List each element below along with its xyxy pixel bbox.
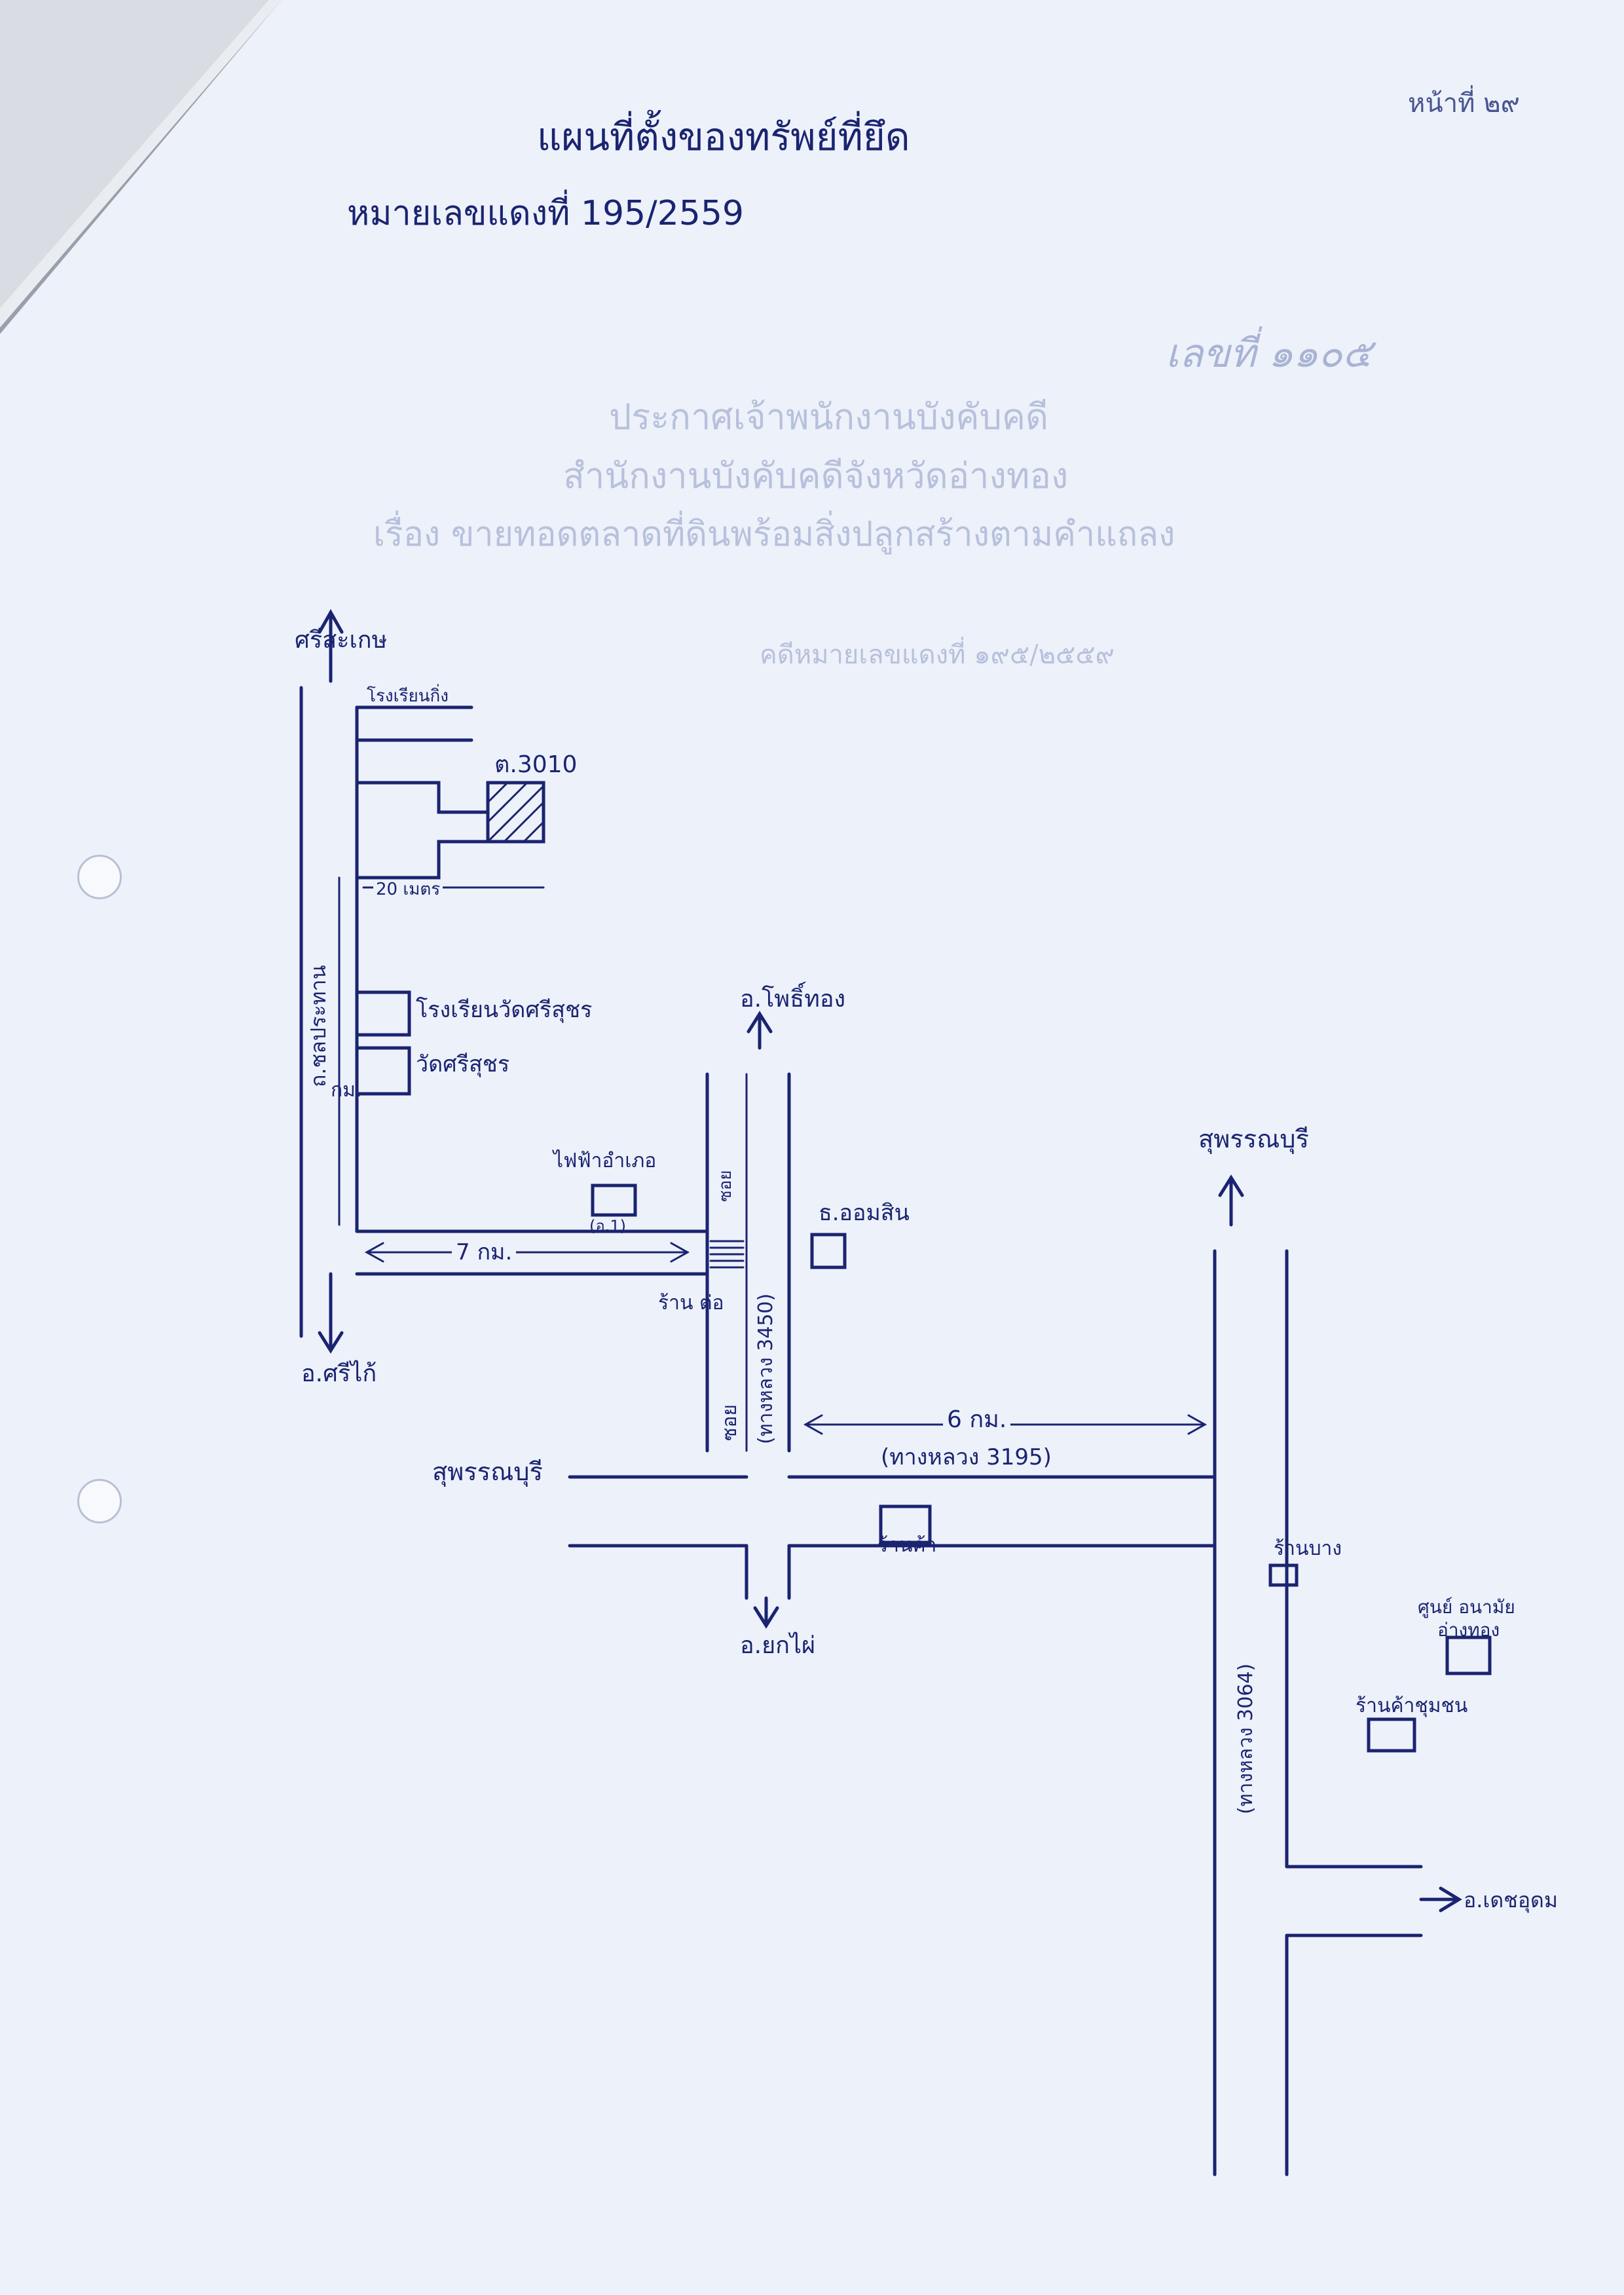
arrow-north-head (318, 608, 344, 634)
arrow-south-left-head (318, 1331, 344, 1354)
label-suphan-right: สุพรรณบุรี (1198, 1125, 1309, 1153)
dimension-6km-head-left (803, 1414, 823, 1435)
punch-hole-lower (77, 1479, 122, 1523)
shop-building (879, 1504, 932, 1544)
label-plot-id: ต.3010 (494, 751, 578, 778)
plot-access-lane-upper (355, 781, 490, 814)
hospital-building (1445, 1635, 1492, 1675)
label-shop-bottom: ร้านค้า (877, 1534, 937, 1557)
label-lane-left: ซอย (716, 1170, 735, 1203)
label-to-north: อ.โพธิ์ทอง (740, 986, 846, 1013)
label-rai-tor: ร้าน ต่อ (658, 1292, 724, 1315)
punch-hole-upper (77, 855, 122, 899)
arrow-south-center-head (753, 1606, 779, 1629)
label-village-shop: ร้านบาง (1274, 1537, 1342, 1560)
faint-heading-1: ประกาศเจ้าพนักงานบังคับคดี (609, 396, 1049, 438)
health-center-building (1367, 1717, 1416, 1753)
label-dist-7km: 7 กม. (452, 1241, 517, 1263)
label-kilometer-mark: กม. (331, 1079, 362, 1102)
label-soi-right: ซอย (718, 1404, 741, 1441)
label-to-east: อ.เดชอุดม (1464, 1888, 1558, 1912)
faint-heading-2: สำนักงานบังคับคดีจังหวัดอ่างทอง (563, 455, 1069, 496)
bank-building (810, 1233, 847, 1269)
school-building (355, 990, 411, 1037)
dimension-7km-head-left (364, 1242, 384, 1263)
plot-access-lane-lower (355, 840, 490, 880)
label-school-upper: โรงเรียนกิ่ง (367, 686, 449, 706)
arrow-north-right-head (1218, 1174, 1244, 1197)
case-number: หมายเลขแดงที่ 195/2559 (347, 194, 744, 233)
label-suphan-left: สุพรรณบุรี (432, 1457, 543, 1486)
label-highway-right: (ทางหลวง 3064) (1234, 1663, 1257, 1814)
label-wat-si-suchon: วัดศรีสุชร (416, 1051, 510, 1077)
wat-building (355, 1046, 411, 1096)
page-number: หน้าที่ ๒๙ (1408, 88, 1520, 119)
label-dist-6km: 6 กม. (943, 1408, 1011, 1432)
faint-case-line: คดีหมายเลขแดงที่ ๑๙๕/๒๕๕๙ (760, 640, 1115, 670)
dimension-6km-head-right (1187, 1414, 1208, 1435)
label-road-3450: (ทางหลวง 3450) (754, 1293, 777, 1444)
label-si-sa-ket: ศรีสะเกษ (295, 627, 388, 654)
map-title: แผนที่ตั้งของทรัพย์ที่ยึด (537, 115, 910, 159)
label-bank: ธ.ออมสิน (819, 1200, 910, 1226)
electric-office-building (591, 1184, 637, 1217)
label-electric-code: (อ.1) (589, 1217, 627, 1235)
label-province-road: ถ.ชลประทาน (306, 965, 331, 1088)
arrow-east-head (1439, 1886, 1462, 1912)
label-hospital: ศูนย์ อนามัย (1418, 1596, 1515, 1618)
label-health-center: ร้านค้าชุมชน (1356, 1694, 1468, 1717)
label-to-kanthara: อ.ศรีไก้ (301, 1360, 377, 1387)
label-road-20m: 20 เมตร (373, 881, 443, 898)
label-school-wat: โรงเรียนวัดศรีสุชร (416, 997, 593, 1023)
bridge-marks (709, 1240, 745, 1269)
label-road-3195: (ทางหลวง 3195) (881, 1444, 1052, 1470)
label-electric-office: ไฟฟ้าอำเภอ (553, 1149, 657, 1172)
label-hospital-2: อ่างทอง (1437, 1619, 1500, 1641)
faint-heading-3: เรื่อง ขายทอดตลาดที่ดินพร้อมสิ่งปลูกสร้า… (373, 515, 1175, 554)
faint-handwritten-number: เลขที่ ๑๑๐๕ (1166, 331, 1373, 377)
label-to-south: อ.ยกไผ่ (740, 1632, 816, 1659)
arrow-north-center-head (747, 1011, 773, 1034)
village-shop-building (1268, 1563, 1299, 1587)
dimension-7km-head-right (670, 1242, 690, 1263)
plot-hatching (487, 781, 545, 843)
